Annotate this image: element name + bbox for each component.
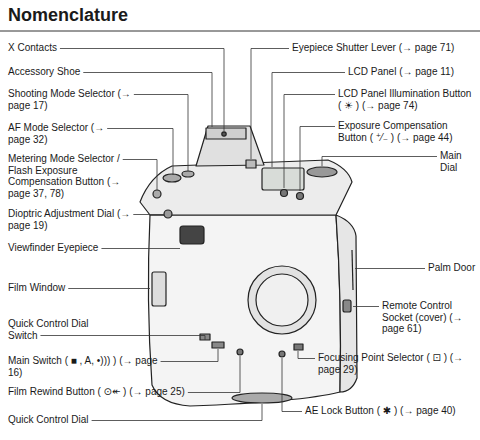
part-label: Palm Door <box>428 262 475 273</box>
part-label: Quick Control Dial Switch <box>8 318 89 341</box>
page-title: Nomenclature <box>8 5 128 26</box>
leader-line <box>298 351 315 359</box>
part-label: AF Mode Selector (→ page 32) <box>8 122 104 145</box>
leader-line <box>107 129 173 176</box>
leader-line <box>188 356 240 393</box>
leader-line <box>101 248 180 249</box>
leader-line <box>355 268 425 269</box>
leader-line <box>353 306 379 307</box>
leader-line <box>92 404 262 421</box>
part-label: Main Switch ( ■ , A, •))) ) (→ page 16) <box>8 355 158 378</box>
label-box: Focusing Point Selector ( ⊡ ) (→ page 29… <box>318 352 476 375</box>
label-box: Palm Door <box>428 262 478 274</box>
part-label: Film Rewind Button ( ⊙↞ ) (→ page 25) <box>8 386 185 397</box>
part-label: Viewfinder Eyepiece <box>8 242 98 253</box>
label-box: Quick Control Dial Switch <box>8 318 108 341</box>
leader-line <box>40 336 205 341</box>
part-label: Dioptric Adjustment Dial (→ page 19) <box>8 208 130 231</box>
leader-line <box>161 349 218 362</box>
label-box: AE Lock Button ( ✱ ) (→ page 40) <box>305 405 475 417</box>
label-box: LCD Panel Illumination Button ( ☀ ) (→ p… <box>338 88 476 111</box>
part-label: LCD Panel (→ page 11) <box>348 66 454 77</box>
label-box: Dioptric Adjustment Dial (→ page 19) <box>8 208 138 231</box>
leader-line <box>83 73 212 128</box>
part-label: Shooting Mode Selector (→ page 17) <box>8 88 131 111</box>
label-box: LCD Panel (→ page 11) <box>348 66 476 78</box>
label-box: Exposure Compensation Button ( ⁺⁄₋ ) (→ … <box>338 120 476 143</box>
part-label: Exposure Compensation Button ( ⁺⁄₋ ) (→ … <box>338 120 453 143</box>
part-label: AE Lock Button ( ✱ ) (→ page 40) <box>305 405 456 416</box>
leader-line <box>133 214 164 215</box>
label-box: Main Switch ( ■ , A, •))) ) (→ page 16) <box>8 355 163 378</box>
label-box: Metering Mode Selector / Flash Exposure … <box>8 153 136 199</box>
leader-line <box>251 49 289 160</box>
part-label: Eyepiece Shutter Lever (→ page 71) <box>292 42 454 53</box>
label-box: Main Dial <box>440 150 478 173</box>
title-rule <box>0 31 480 32</box>
part-label: LCD Panel Illumination Button ( ☀ ) (→ p… <box>338 88 471 111</box>
part-label: Main Dial <box>440 150 462 173</box>
leader-line <box>284 95 335 189</box>
part-label: Metering Mode Selector / Flash Exposure … <box>8 153 120 199</box>
label-box: Quick Control Dial <box>8 414 158 426</box>
part-label: Film Window <box>8 282 65 293</box>
leader-line <box>68 288 150 289</box>
label-box: AF Mode Selector (→ page 32) <box>8 122 118 145</box>
label-box: Eyepiece Shutter Lever (→ page 71) <box>292 42 476 54</box>
label-box: Shooting Mode Selector (→ page 17) <box>8 88 148 111</box>
part-label: Remote Control Socket (cover) (→ page 61… <box>382 300 463 334</box>
part-label: Accessory Shoe <box>8 66 80 77</box>
label-box: Accessory Shoe <box>8 66 158 78</box>
label-box: Film Window <box>8 282 138 294</box>
label-box: Film Rewind Button ( ⊙↞ ) (→ page 25) <box>8 386 228 398</box>
part-label: Focusing Point Selector ( ⊡ ) (→ page 29… <box>318 352 463 375</box>
label-box: Remote Control Socket (cover) (→ page 61… <box>382 300 476 335</box>
label-box: X Contacts <box>8 42 158 54</box>
leader-line <box>282 358 302 412</box>
leader-line <box>123 160 157 191</box>
label-box: Viewfinder Eyepiece <box>8 242 138 254</box>
part-label: X Contacts <box>8 42 57 53</box>
leader-line <box>300 127 335 192</box>
leader-line <box>272 73 345 168</box>
leader-line <box>322 157 437 167</box>
part-label: Quick Control Dial <box>8 414 89 425</box>
